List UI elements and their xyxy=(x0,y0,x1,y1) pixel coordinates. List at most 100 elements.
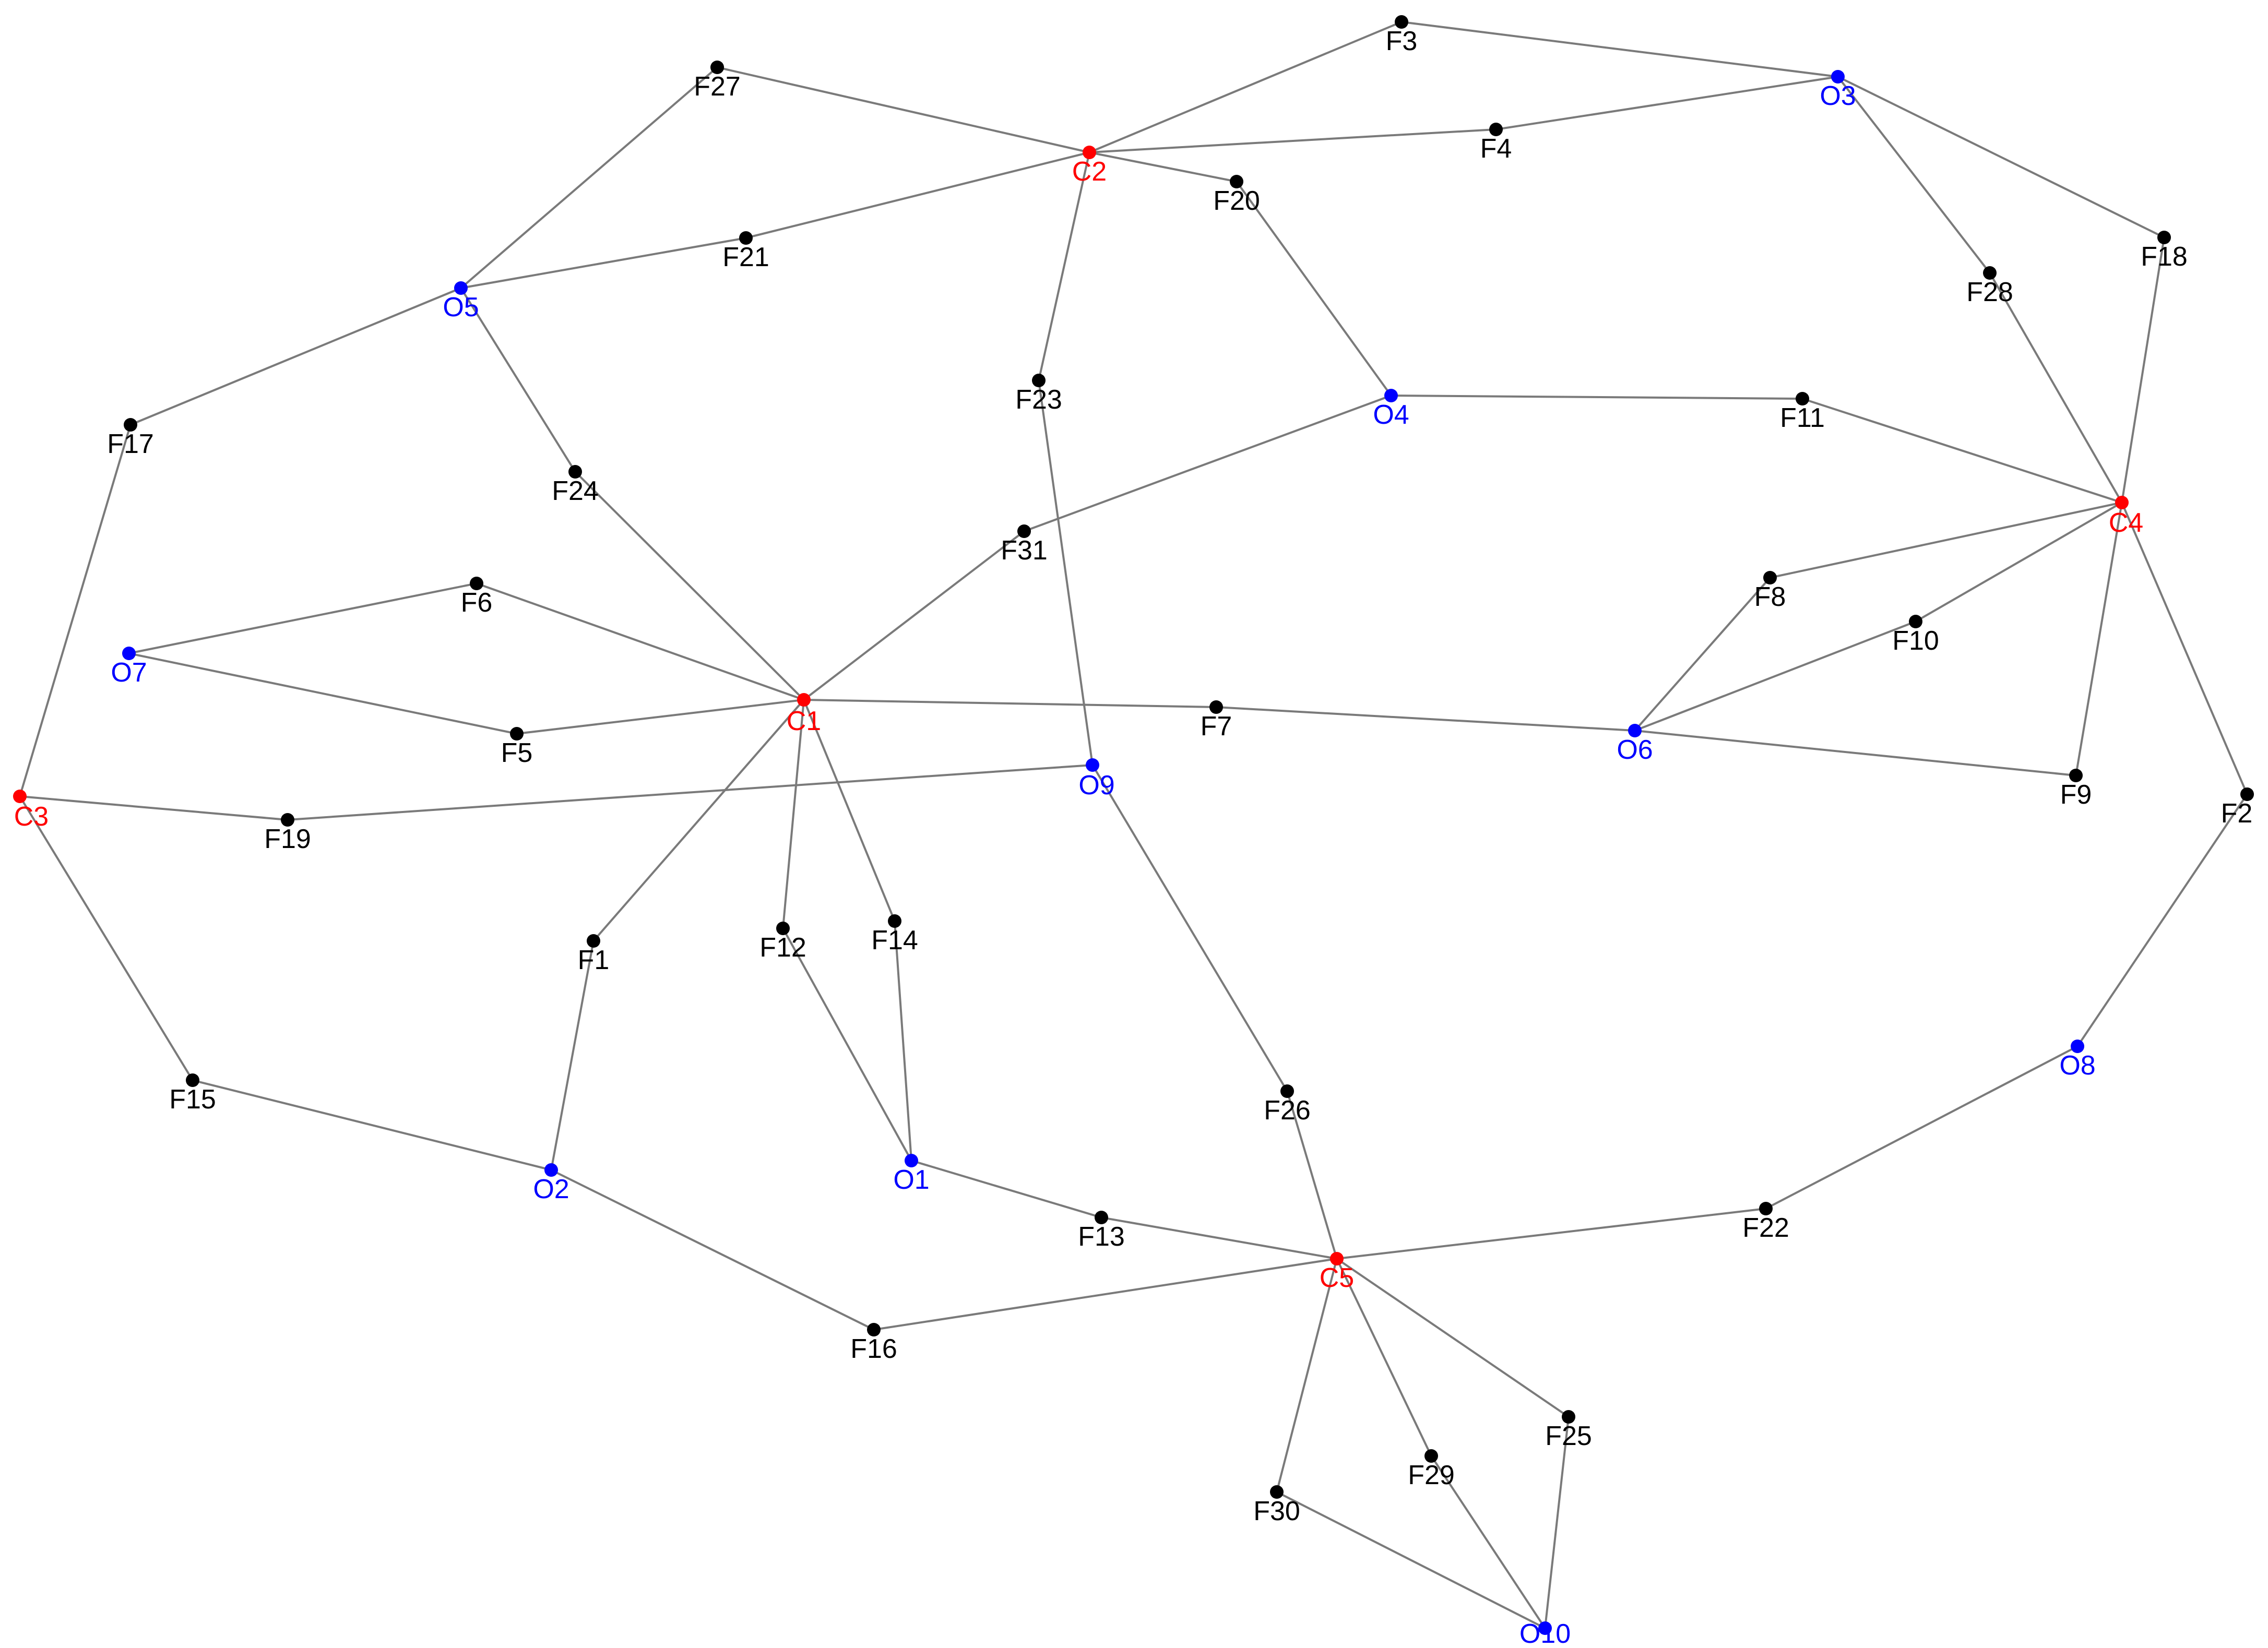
node-dot-f3 xyxy=(1395,15,1408,29)
node-f9: F9 xyxy=(2060,769,2092,810)
edge-c1-f12 xyxy=(782,699,805,929)
node-c2: C2 xyxy=(1072,146,1107,187)
node-f3: F3 xyxy=(1386,15,1418,56)
edge-c1-f1 xyxy=(592,699,805,942)
edge-f11-c4 xyxy=(1802,398,2122,504)
node-f22: F22 xyxy=(1742,1202,1789,1243)
edge-f25-o10 xyxy=(1544,1416,1570,1629)
node-dot-o3 xyxy=(1831,70,1845,83)
node-f20: F20 xyxy=(1213,175,1260,216)
node-f6: F6 xyxy=(461,577,493,618)
node-dot-o2 xyxy=(544,1163,558,1177)
node-label-o2: O2 xyxy=(533,1174,569,1204)
node-label-f26: F26 xyxy=(1264,1095,1311,1126)
node-label-c3: C3 xyxy=(14,802,49,832)
node-dot-o1 xyxy=(905,1154,918,1167)
node-label-f2: F2 xyxy=(2221,798,2253,829)
node-label-f19: F19 xyxy=(264,824,311,854)
edge-f20-o4 xyxy=(1236,181,1392,397)
edge-o4-f31 xyxy=(1024,395,1392,532)
node-dot-f10 xyxy=(1909,615,1922,628)
node-f26: F26 xyxy=(1264,1084,1311,1126)
node-label-f6: F6 xyxy=(461,588,493,618)
node-o3: O3 xyxy=(1820,70,1856,111)
node-dot-f20 xyxy=(1230,175,1243,188)
node-dot-f21 xyxy=(739,231,753,245)
edge-o7-f6 xyxy=(128,582,477,654)
node-dot-o4 xyxy=(1384,389,1398,402)
node-label-f31: F31 xyxy=(1001,535,1048,566)
node-f5: F5 xyxy=(501,727,532,768)
node-dot-f24 xyxy=(568,465,582,479)
edge-f28-c4 xyxy=(1989,272,2123,503)
node-label-f30: F30 xyxy=(1253,1496,1300,1526)
node-dot-f6 xyxy=(470,577,483,590)
node-label-o9: O9 xyxy=(1078,770,1114,801)
node-dot-o9 xyxy=(1086,758,1099,772)
node-label-f28: F28 xyxy=(1966,277,2013,307)
edge-c1-f14 xyxy=(803,699,896,922)
node-dot-f15 xyxy=(186,1073,199,1087)
node-f4: F4 xyxy=(1480,123,1512,164)
edge-f2-o8 xyxy=(2076,793,2248,1047)
node-dot-o7 xyxy=(122,647,136,660)
node-f29: F29 xyxy=(1408,1449,1455,1490)
edge-c2-f4 xyxy=(1089,128,1497,153)
node-c3: C3 xyxy=(13,790,49,832)
node-dot-f28 xyxy=(1983,266,1997,280)
node-label-f27: F27 xyxy=(694,71,741,102)
node-label-o6: O6 xyxy=(1617,735,1653,765)
edge-f4-o3 xyxy=(1495,76,1838,130)
node-f27: F27 xyxy=(694,61,741,102)
node-f15: F15 xyxy=(169,1073,216,1115)
node-o7: O7 xyxy=(111,647,147,688)
node-label-c1: C1 xyxy=(787,706,821,736)
edge-o1-f13 xyxy=(911,1160,1102,1219)
node-f19: F19 xyxy=(264,813,311,854)
node-f13: F13 xyxy=(1078,1211,1125,1252)
node-o6: O6 xyxy=(1617,724,1653,765)
edge-c3-f15 xyxy=(19,795,194,1081)
node-label-f18: F18 xyxy=(2141,242,2188,272)
node-f8: F8 xyxy=(1754,571,1786,612)
node-label-f29: F29 xyxy=(1408,1460,1455,1490)
node-f21: F21 xyxy=(722,231,769,272)
node-dot-o10 xyxy=(1538,1621,1552,1635)
edge-c2-f20 xyxy=(1089,151,1237,183)
node-label-o8: O8 xyxy=(2059,1050,2095,1081)
node-label-f13: F13 xyxy=(1078,1222,1125,1252)
node-dot-f16 xyxy=(867,1323,881,1336)
node-f11: F11 xyxy=(1780,392,1825,433)
node-c1: C1 xyxy=(787,693,821,736)
node-o1: O1 xyxy=(893,1154,930,1195)
node-label-f3: F3 xyxy=(1386,26,1418,56)
edge-o7-f5 xyxy=(128,652,517,735)
edge-f23-o9 xyxy=(1038,380,1094,766)
node-label-o10: O10 xyxy=(1519,1619,1571,1648)
node-o8: O8 xyxy=(2059,1040,2096,1081)
edge-c4-f2 xyxy=(2121,502,2248,795)
edge-o3-f18 xyxy=(1837,76,2165,238)
node-dot-c3 xyxy=(13,790,27,803)
edge-f10-o6 xyxy=(1634,620,1916,732)
node-dot-f11 xyxy=(1796,392,1809,405)
node-dot-f30 xyxy=(1270,1485,1284,1499)
edge-f27-o5 xyxy=(460,66,718,289)
edge-c2-f23 xyxy=(1038,152,1090,381)
node-dot-o8 xyxy=(2071,1040,2084,1053)
node-dot-f12 xyxy=(776,922,790,935)
node-f14: F14 xyxy=(871,914,918,956)
edge-f5-c1 xyxy=(516,699,804,735)
node-dot-f5 xyxy=(510,727,524,741)
node-label-f25: F25 xyxy=(1545,1421,1592,1451)
edge-c2-f21 xyxy=(745,151,1090,239)
node-f28: F28 xyxy=(1966,266,2013,307)
node-label-o3: O3 xyxy=(1820,81,1856,111)
node-f2: F2 xyxy=(2221,787,2254,829)
edge-c4-f10 xyxy=(1915,501,2122,623)
node-label-o4: O4 xyxy=(1373,400,1409,430)
edge-o8-f22 xyxy=(1765,1045,2078,1210)
node-f16: F16 xyxy=(850,1323,897,1364)
node-dot-f9 xyxy=(2069,769,2083,782)
